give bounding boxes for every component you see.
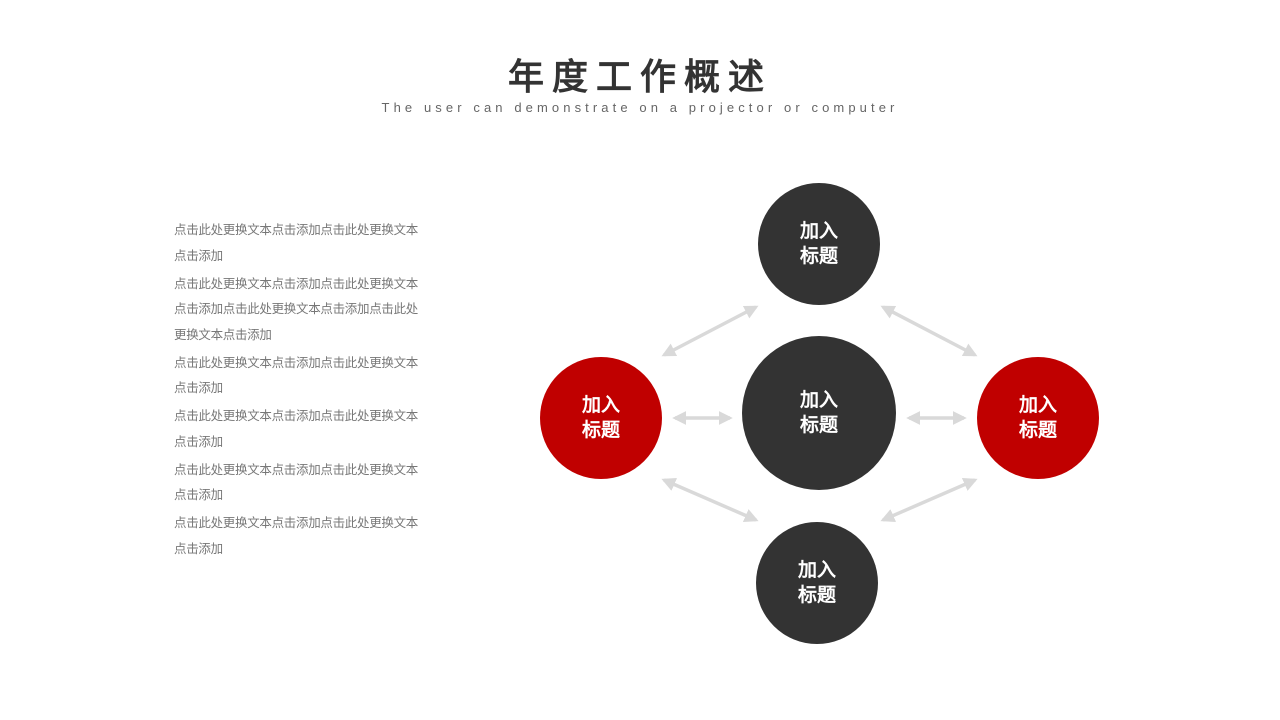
text-list: 点击此处更换文本点击添加点击此处更换文本点击添加 点击此处更换文本点击添加点击此… [174, 217, 419, 564]
text-paragraph[interactable]: 点击此处更换文本点击添加点击此处更换文本点击添加 [174, 408, 419, 449]
text-paragraph[interactable]: 点击此处更换文本点击添加点击此处更换文本点击添加点击此处更换文本点击添加点击此处… [174, 275, 419, 342]
arrow-bottom-left [661, 478, 759, 522]
node-label: 标题 [1018, 419, 1057, 441]
node-label: 加入 [797, 559, 836, 581]
arrow-top-right [880, 305, 978, 357]
node-label: 加入 [581, 394, 620, 416]
text-paragraph[interactable]: 点击此处更换文本点击添加点击此处更换文本点击添加 [174, 461, 419, 503]
page-title: 年度工作概述 [507, 57, 772, 98]
node-left[interactable]: 加入标题 [540, 357, 662, 479]
node-label: 标题 [799, 414, 838, 436]
arrow-bottom-right [880, 478, 978, 522]
node-label: 标题 [799, 245, 838, 267]
node-label: 标题 [797, 584, 836, 606]
page-subtitle: The user can demonstrate on a projector … [381, 100, 899, 115]
text-paragraph[interactable]: 点击此处更换文本点击添加点击此处更换文本点击添加 [174, 354, 419, 396]
node-bottom[interactable]: 加入标题 [756, 522, 878, 644]
node-label: 标题 [581, 419, 620, 441]
node-top[interactable]: 加入标题 [758, 183, 880, 305]
node-label: 加入 [1018, 394, 1057, 416]
node-center[interactable]: 加入标题 [742, 336, 896, 490]
text-paragraph[interactable]: 点击此处更换文本点击添加点击此处更换文本点击添加 [174, 515, 419, 556]
node-label: 加入 [799, 220, 838, 242]
node-right[interactable]: 加入标题 [977, 357, 1099, 479]
node-label: 加入 [799, 389, 838, 411]
text-paragraph[interactable]: 点击此处更换文本点击添加点击此处更换文本点击添加 [174, 222, 419, 263]
arrow-top-left [661, 305, 759, 357]
